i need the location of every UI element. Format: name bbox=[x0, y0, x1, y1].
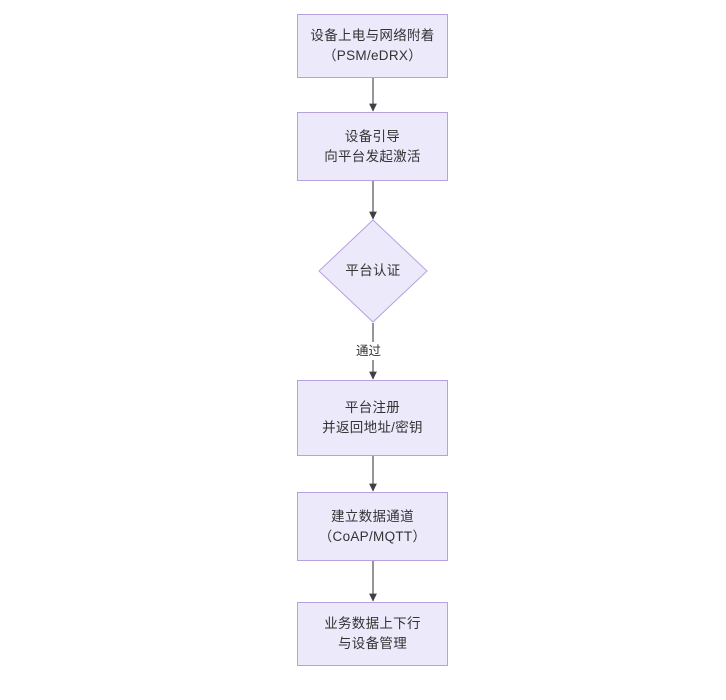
node-data-channel-line-2: （CoAP/MQTT） bbox=[318, 528, 427, 544]
node-data-channel[interactable]: 建立数据通道 （CoAP/MQTT） bbox=[297, 492, 448, 561]
node-platform-register-line-1: 平台注册 bbox=[344, 400, 401, 415]
node-platform-auth[interactable]: 平台认证 bbox=[318, 219, 428, 323]
node-business-data[interactable]: 业务数据上下行 与设备管理 bbox=[297, 602, 448, 666]
node-platform-register[interactable]: 平台注册 并返回地址/密钥 bbox=[297, 380, 448, 456]
node-business-data-line-2: 与设备管理 bbox=[338, 636, 407, 651]
edge-label-pass: 通过 bbox=[354, 342, 384, 360]
node-power-on-line-1: 设备上电与网络附着 bbox=[310, 28, 435, 43]
node-bootstrap-line-1: 设备引导 bbox=[344, 128, 401, 144]
node-platform-register-line-2: 并返回地址/密钥 bbox=[322, 420, 423, 435]
node-data-channel-line-1: 建立数据通道 bbox=[331, 508, 414, 524]
node-bootstrap[interactable]: 设备引导 向平台发起激活 bbox=[297, 112, 448, 181]
node-business-data-line-1: 业务数据上下行 bbox=[324, 616, 421, 631]
diamond-shape bbox=[318, 219, 428, 323]
node-platform-auth-label: 平台认证 bbox=[345, 263, 401, 278]
node-bootstrap-line-2: 向平台发起激活 bbox=[324, 148, 421, 164]
node-power-on-line-2: （PSM/eDRX） bbox=[322, 48, 423, 63]
node-power-on[interactable]: 设备上电与网络附着 （PSM/eDRX） bbox=[297, 14, 448, 78]
